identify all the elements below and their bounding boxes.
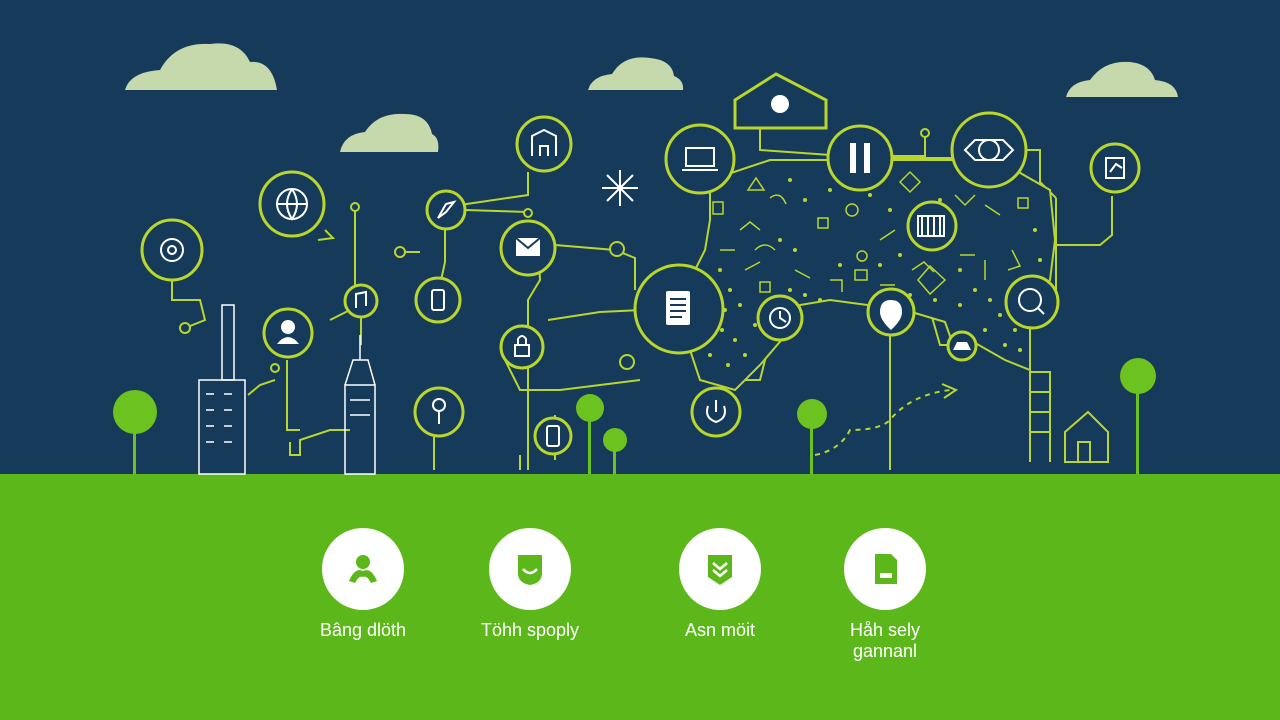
feature-item-4: Håh sely gannanl	[795, 528, 975, 662]
feature-disc	[322, 528, 404, 610]
battery-node-icon	[414, 276, 462, 324]
feature-label: Bâng dlöth	[319, 620, 407, 640]
radiator-icon	[917, 215, 945, 237]
globe-icon	[276, 188, 308, 221]
music-icon	[355, 290, 367, 308]
small-node-dots	[179, 128, 930, 373]
feature-item-1: Bâng dlöth	[273, 528, 453, 641]
lock-icon	[514, 335, 530, 357]
tree-icon	[576, 394, 604, 474]
chevron-badge-icon	[708, 555, 732, 585]
building-node-icon	[515, 115, 573, 173]
feature-label: Asn möit	[684, 620, 756, 640]
tower-building	[344, 335, 376, 475]
user-icon	[277, 320, 299, 344]
compass-icon	[437, 200, 457, 219]
gear-icon	[963, 139, 1015, 161]
feature-item-3: Asn möit	[630, 528, 810, 641]
feature-label: Håh sely gannanl	[849, 620, 921, 661]
mobile-node-icon	[533, 416, 573, 456]
sparkle-icon	[602, 170, 638, 206]
radiator-node-icon	[906, 200, 958, 252]
chart-node-icon	[1089, 142, 1141, 194]
shield-badge-icon	[518, 555, 542, 585]
lock-node-icon	[499, 324, 545, 370]
tree-icon	[797, 399, 827, 474]
clock-icon	[769, 307, 791, 329]
cloud-icon	[125, 43, 277, 90]
location-icon	[432, 398, 446, 424]
power-icon	[706, 400, 726, 424]
home-shield-badge	[771, 95, 789, 113]
feature-disc	[489, 528, 571, 610]
building-icon	[531, 128, 557, 156]
mobile-icon	[546, 425, 560, 447]
battery-icon	[431, 289, 445, 311]
search-icon	[1018, 288, 1045, 315]
car-icon	[953, 342, 971, 350]
feature-disc	[844, 528, 926, 610]
laptop-node-icon	[664, 123, 736, 195]
compass-node-icon	[425, 189, 467, 231]
tree-icon	[113, 390, 157, 474]
music-node-icon	[343, 283, 379, 319]
feature-label: Töhh spoply	[480, 620, 580, 640]
ground-background	[0, 474, 1280, 720]
person-hub-icon	[349, 555, 377, 583]
mail-fold	[515, 237, 541, 250]
document-lines	[670, 298, 686, 318]
arrow-head-icon	[941, 383, 959, 399]
gear-node-icon	[950, 111, 1028, 189]
cloud-icon	[1066, 61, 1178, 97]
tree-icon	[1120, 358, 1156, 474]
dashed-arrow	[814, 389, 951, 456]
feature-disc	[679, 528, 761, 610]
cloud-icon	[340, 113, 439, 152]
feature-item-2: Töhh spoply	[440, 528, 620, 641]
pillar-node-icon	[826, 124, 894, 192]
office-building	[198, 304, 246, 475]
target-icon	[160, 238, 184, 262]
laptop-icon	[682, 147, 718, 171]
document-card-icon	[875, 554, 897, 584]
cloud-icon	[588, 57, 684, 90]
chart-icon	[1105, 157, 1125, 179]
pin-icon	[880, 300, 902, 330]
house-outline	[1029, 371, 1109, 463]
tree-icon	[603, 428, 627, 474]
search-node-icon	[1004, 274, 1060, 330]
target-node-icon	[140, 218, 204, 282]
document-icon	[666, 291, 690, 325]
cluster-glyphs	[712, 170, 1029, 296]
pillar-icon	[850, 143, 870, 173]
